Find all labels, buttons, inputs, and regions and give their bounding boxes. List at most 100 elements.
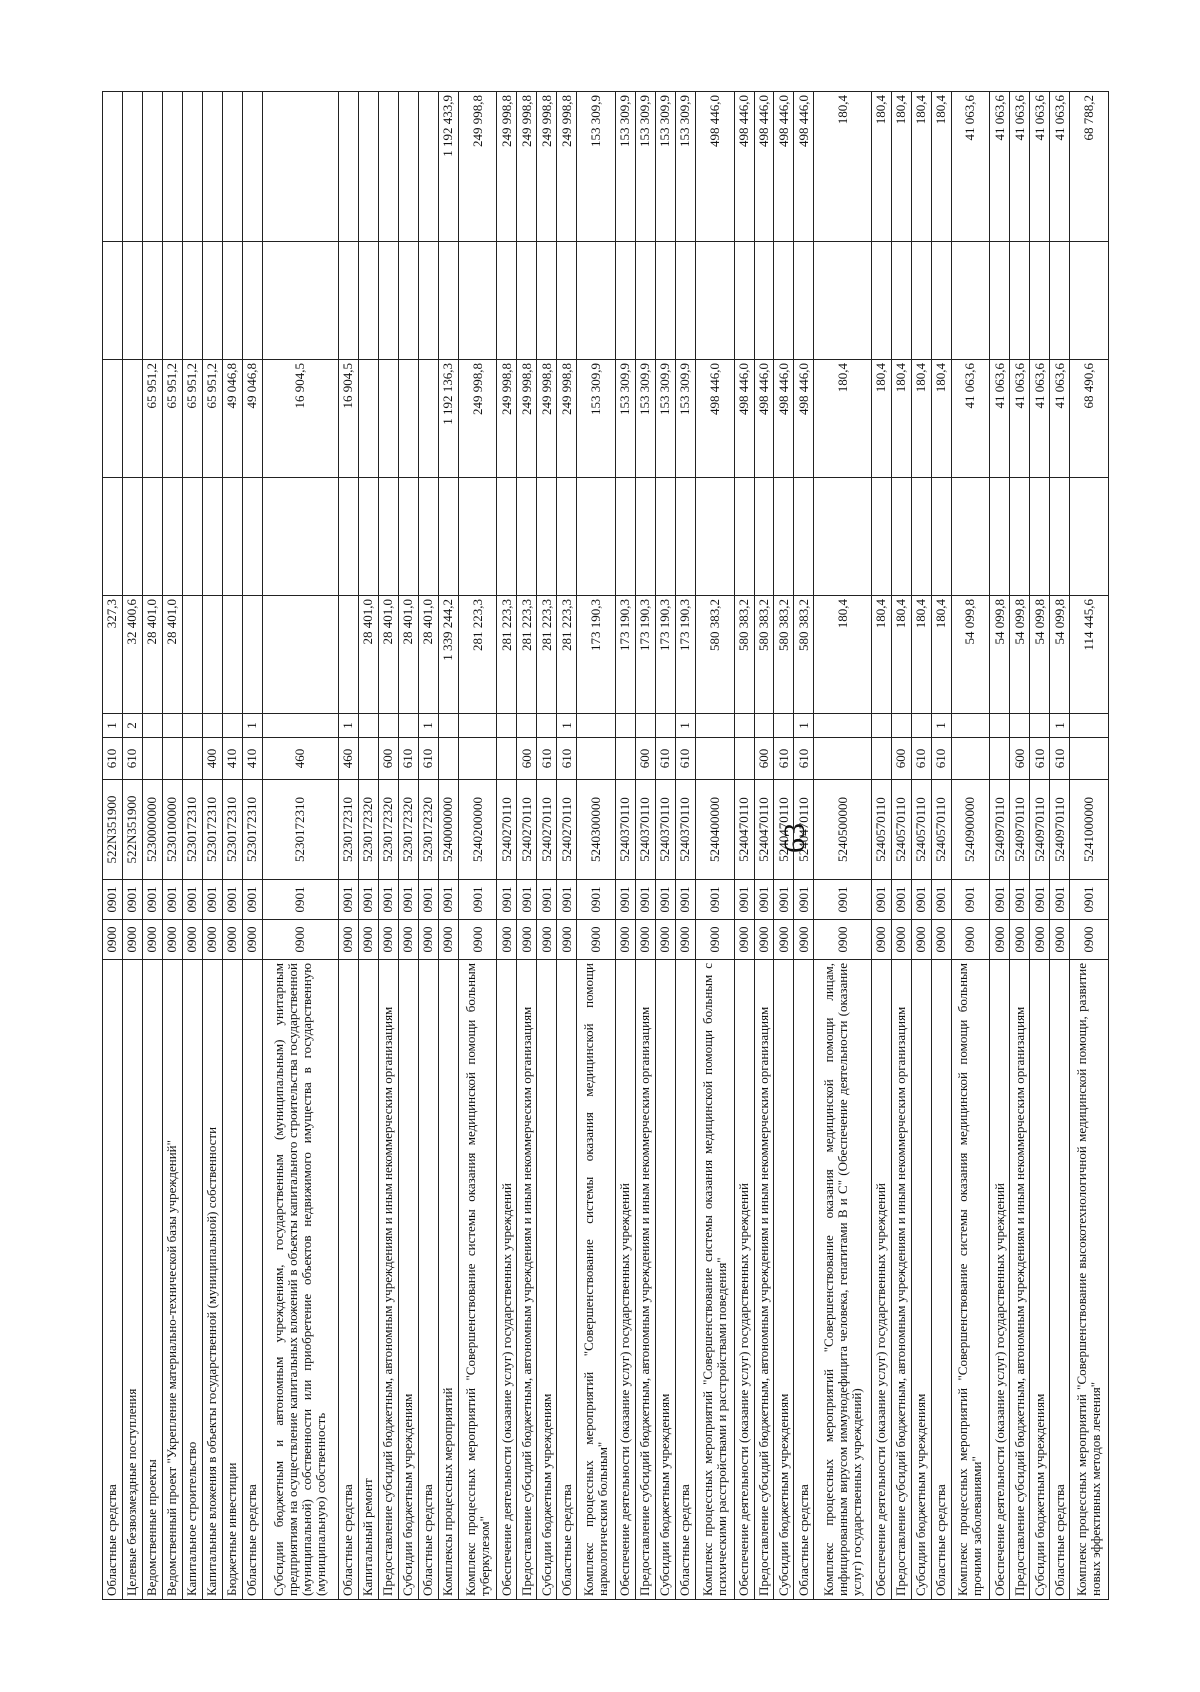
- table-row: Предоставление субсидий бюджетным, автон…: [754, 91, 774, 1600]
- cell-value-4: [102, 241, 123, 360]
- cell-value-4: [516, 241, 537, 360]
- cell-value-5: 249 998,8: [458, 91, 497, 242]
- cell-target-article: 5240970110: [1029, 779, 1050, 880]
- cell-fund-type: [496, 713, 517, 738]
- cell-value-2: [773, 477, 794, 596]
- cell-section: 0900: [793, 919, 814, 960]
- table-row: Обеспечение деятельности (оказание услуг…: [496, 91, 517, 1600]
- cell-value-5: 249 998,8: [496, 91, 517, 242]
- cell-target-article: 5230000000: [142, 779, 163, 880]
- cell-section: 0900: [754, 919, 774, 960]
- cell-value-2: [242, 477, 263, 596]
- cell-value-1: 173 190,3: [655, 595, 676, 714]
- cell-target-article: 5230100000: [162, 779, 183, 880]
- cell-target-article: 5240200000: [458, 779, 497, 880]
- cell-name: Обеспечение деятельности (оказание услуг…: [989, 959, 1010, 1600]
- cell-value-4: [576, 241, 616, 360]
- cell-value-4: [635, 241, 656, 360]
- cell-value-2: [122, 477, 143, 596]
- cell-value-5: 41 063,6: [989, 91, 1010, 242]
- cell-section: 0900: [576, 919, 616, 960]
- cell-section: 0900: [931, 919, 952, 960]
- cell-value-1: 327,3: [102, 595, 123, 714]
- cell-name: Субсидии бюджетным учреждениям: [398, 959, 419, 1600]
- cell-section: 0900: [615, 919, 636, 960]
- cell-value-1: 281 223,3: [536, 595, 557, 714]
- cell-subsection: 0901: [675, 879, 696, 920]
- cell-target-article: 5240000000: [438, 779, 459, 880]
- cell-section: 0900: [262, 919, 339, 960]
- cell-name: Комплекс процессных мероприятий "Соверше…: [576, 959, 616, 1600]
- cell-name: Комплекс процессных мероприятий "Соверше…: [951, 959, 990, 1600]
- cell-value-1: 173 190,3: [615, 595, 636, 714]
- cell-value-2: [793, 477, 814, 596]
- cell-target-article: 5230172310: [242, 779, 263, 880]
- cell-fund-type: [695, 713, 735, 738]
- cell-value-5: [338, 91, 359, 242]
- cell-value-5: 153 309,9: [675, 91, 696, 242]
- cell-subsection: 0901: [398, 879, 419, 920]
- cell-name: Областные средства: [556, 959, 577, 1600]
- cell-fund-type: 1: [793, 713, 814, 738]
- cell-fund-type: 1: [675, 713, 696, 738]
- cell-section: 0900: [871, 919, 892, 960]
- cell-name: Субсидии бюджетным учреждениям: [1029, 959, 1050, 1600]
- cell-name: Предоставление субсидий бюджетным, автон…: [1009, 959, 1030, 1600]
- cell-target-article: 5240970110: [989, 779, 1010, 880]
- cell-subsection: 0901: [438, 879, 459, 920]
- cell-name: Субсидии бюджетным и автономным учрежден…: [262, 959, 339, 1600]
- cell-value-3: 249 998,8: [516, 359, 537, 478]
- cell-value-1: 580 383,2: [734, 595, 754, 714]
- cell-value-2: [695, 477, 735, 596]
- cell-subsection: 0901: [162, 879, 183, 920]
- cell-value-4: [773, 241, 794, 360]
- cell-name: Предоставление субсидий бюджетным, автон…: [378, 959, 399, 1600]
- cell-subsection: 0901: [635, 879, 656, 920]
- cell-value-4: [122, 241, 143, 360]
- cell-target-article: 5240370110: [655, 779, 676, 880]
- cell-section: 0900: [773, 919, 794, 960]
- cell-value-4: [262, 241, 339, 360]
- cell-value-5: 498 446,0: [793, 91, 814, 242]
- cell-value-5: 249 998,8: [556, 91, 577, 242]
- cell-name: Областные средства: [418, 959, 439, 1600]
- cell-value-1: 180,4: [891, 595, 912, 714]
- cell-value-1: 54 099,8: [1049, 595, 1070, 714]
- cell-fund-type: [516, 713, 537, 738]
- cell-name: Ведомственные проекты: [142, 959, 163, 1600]
- cell-section: 0900: [122, 919, 143, 960]
- table-row: Комплекс процессных мероприятий "Соверше…: [695, 91, 735, 1600]
- cell-expense-type: 610: [418, 737, 439, 780]
- cell-target-article: 5230172320: [418, 779, 439, 880]
- table-row: Предоставление субсидий бюджетным, автон…: [891, 91, 912, 1600]
- cell-name: Комплекс процессных мероприятий "Соверше…: [458, 959, 497, 1600]
- cell-target-article: 5240270110: [516, 779, 537, 880]
- table-row: Предоставление субсидий бюджетным, автон…: [635, 91, 656, 1600]
- cell-target-article: 5240470110: [773, 779, 794, 880]
- cell-value-3: 498 446,0: [734, 359, 754, 478]
- table-row: Комплекс процессных мероприятий "Соверше…: [458, 91, 497, 1600]
- cell-subsection: 0901: [102, 879, 123, 920]
- cell-value-5: 498 446,0: [695, 91, 735, 242]
- cell-value-3: [102, 359, 123, 478]
- cell-value-5: 498 446,0: [773, 91, 794, 242]
- cell-value-5: 153 309,9: [635, 91, 656, 242]
- cell-section: 0900: [734, 919, 754, 960]
- cell-name: Предоставление субсидий бюджетным, автон…: [754, 959, 774, 1600]
- cell-value-2: [1069, 477, 1109, 596]
- cell-section: 0900: [1069, 919, 1109, 960]
- cell-value-5: 498 446,0: [754, 91, 774, 242]
- cell-value-2: [496, 477, 517, 596]
- cell-value-2: [536, 477, 557, 596]
- cell-value-3: 49 046,8: [242, 359, 263, 478]
- cell-value-1: 580 383,2: [695, 595, 735, 714]
- table-row: Обеспечение деятельности (оказание услуг…: [989, 91, 1010, 1600]
- cell-name: Субсидии бюджетным учреждениям: [911, 959, 932, 1600]
- cell-fund-type: 1: [242, 713, 263, 738]
- cell-subsection: 0901: [1069, 879, 1109, 920]
- cell-value-1: 281 223,3: [516, 595, 537, 714]
